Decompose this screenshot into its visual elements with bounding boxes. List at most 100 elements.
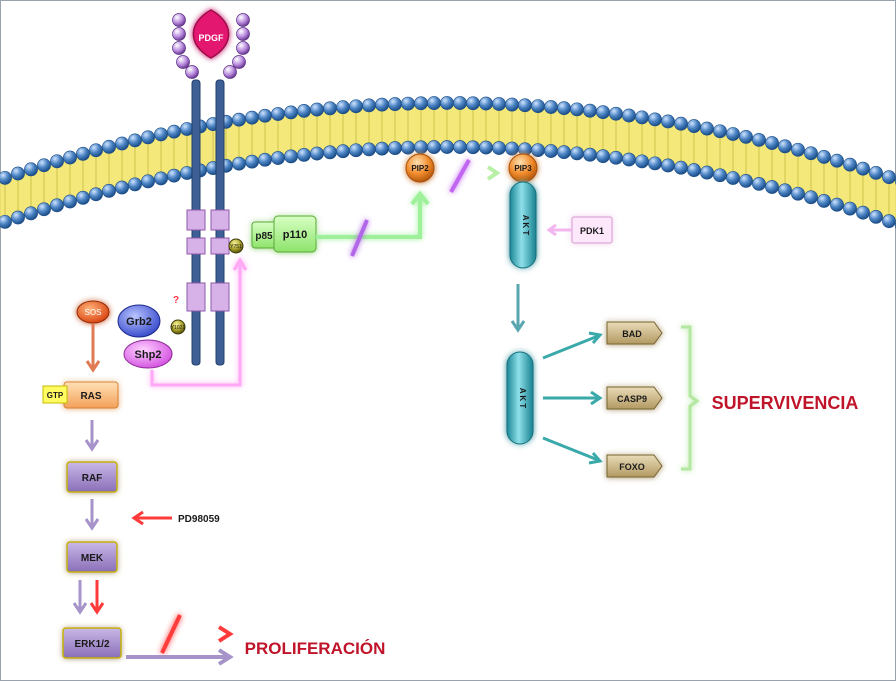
inhibition-mark-pip bbox=[449, 159, 471, 193]
phosphotyrosine-y1021 bbox=[170, 319, 186, 335]
pdgf-label: PDGF bbox=[198, 33, 224, 43]
phospholipid-head bbox=[24, 206, 38, 221]
inhibition-mark-erk bbox=[160, 614, 182, 654]
phospholipid-head bbox=[297, 148, 311, 162]
phospholipid-head bbox=[375, 97, 389, 112]
shp2-node bbox=[123, 339, 173, 369]
pi3k-complex bbox=[251, 215, 317, 253]
phospholipid-head bbox=[674, 160, 688, 175]
receptor-ig-domain bbox=[172, 27, 186, 41]
phospholipid-head bbox=[791, 186, 805, 201]
phospholipid-head bbox=[271, 151, 285, 165]
phospholipid-head bbox=[531, 99, 545, 113]
phospholipid-head bbox=[609, 106, 623, 121]
phospholipid-head bbox=[739, 129, 753, 144]
shp2-to-pi3k-arrow bbox=[150, 257, 248, 387]
p110-box bbox=[273, 215, 317, 253]
phospholipid-head bbox=[63, 194, 77, 209]
receptor-ig-domain bbox=[236, 13, 250, 27]
phospholipid-head bbox=[76, 190, 90, 205]
phospholipid-head bbox=[518, 98, 532, 113]
phospholipid-head bbox=[310, 102, 324, 117]
phospholipid-head bbox=[167, 124, 181, 139]
phospholipid-head bbox=[505, 141, 519, 156]
phospholipid-head bbox=[609, 150, 623, 165]
phospholipid-head bbox=[284, 105, 298, 120]
phospholipid-head bbox=[843, 157, 857, 172]
receptor-ig-domain bbox=[236, 27, 250, 41]
phospholipid-head bbox=[661, 158, 675, 173]
gtp-label: GTP bbox=[47, 391, 64, 400]
phospholipid-head bbox=[687, 163, 701, 177]
phospholipid-head bbox=[297, 104, 311, 118]
phospholipid-head bbox=[726, 127, 740, 141]
phospholipid-head bbox=[0, 214, 12, 229]
phospholipid-head bbox=[37, 158, 51, 173]
pi3k-to-pip2-arrow bbox=[316, 190, 430, 239]
casp9-box bbox=[606, 386, 663, 410]
pip3-label: PIP3 bbox=[514, 164, 532, 173]
phospholipid-head bbox=[817, 150, 831, 164]
phospholipid-head bbox=[258, 108, 272, 123]
phospholipid-head bbox=[596, 105, 610, 120]
phospholipid-head bbox=[89, 143, 103, 158]
phospholipid-head bbox=[76, 146, 90, 161]
phospholipid-head bbox=[752, 132, 766, 147]
foxo-label: FOXO bbox=[619, 462, 645, 472]
mek-label: MEK bbox=[81, 553, 104, 564]
phospholipid-head bbox=[778, 139, 792, 154]
phospholipid-head bbox=[427, 96, 441, 110]
akt-membrane bbox=[509, 181, 537, 269]
phospholipid-head bbox=[700, 165, 714, 180]
phospholipid-head bbox=[323, 145, 337, 160]
phospholipid-head bbox=[440, 140, 454, 154]
receptor-kinase-domain bbox=[186, 237, 206, 255]
phospholipid-head bbox=[830, 153, 844, 168]
lipid-tails bbox=[4, 108, 890, 217]
receptor-kinase-domain bbox=[210, 209, 230, 231]
phospholipid-head bbox=[349, 99, 363, 114]
inhibition-mark-pi3k bbox=[350, 219, 369, 257]
phospholipid-head bbox=[479, 140, 493, 155]
mek-box bbox=[66, 541, 118, 573]
unknown-mark: ? bbox=[173, 295, 179, 306]
phospholipid-head bbox=[830, 197, 844, 212]
phospholipid-head bbox=[557, 101, 571, 116]
receptor-kinase-domain bbox=[210, 237, 230, 255]
receptor-kinase-domain bbox=[210, 282, 230, 312]
phospholipid-head bbox=[492, 141, 506, 155]
phospholipid-head bbox=[869, 209, 883, 224]
phospholipid-head bbox=[882, 170, 896, 185]
erk-label: ERK1/2 bbox=[74, 639, 109, 650]
phospholipid-head bbox=[583, 103, 597, 118]
raf-label: RAF bbox=[82, 473, 103, 484]
phospholipid-head bbox=[11, 166, 25, 181]
phospholipid-head bbox=[141, 174, 155, 189]
phospholipid-head bbox=[245, 154, 259, 169]
mapk-boxes bbox=[62, 461, 122, 659]
phospholipid-head bbox=[440, 96, 454, 110]
receptor-ig-domain bbox=[236, 41, 250, 55]
akt-target-arrows bbox=[542, 331, 603, 465]
phosphotyrosine-label-2: Y1021 bbox=[171, 325, 186, 331]
phospholipid-head bbox=[843, 201, 857, 216]
phospholipid-head bbox=[856, 161, 870, 176]
phospholipid-head bbox=[557, 145, 571, 160]
phospholipid-head bbox=[544, 144, 558, 158]
phospholipid-head bbox=[479, 96, 493, 111]
phospholipid-head bbox=[336, 144, 350, 159]
survival-label: SUPERVIVENCIA bbox=[712, 393, 859, 413]
phospholipid-head bbox=[414, 96, 428, 111]
phospholipid-head bbox=[804, 146, 818, 161]
akt-label-2: A K T bbox=[518, 388, 527, 409]
shp2-label: Shp2 bbox=[135, 349, 162, 361]
akt-label: A K T bbox=[521, 215, 530, 236]
phospholipid-head bbox=[635, 154, 649, 169]
phospholipid-head bbox=[570, 146, 584, 161]
phospholipid-head bbox=[141, 130, 155, 145]
erk-box bbox=[62, 627, 122, 659]
receptor-kinase-domain bbox=[186, 282, 206, 312]
phospholipid-head bbox=[310, 146, 324, 161]
p85-label: p85 bbox=[255, 231, 273, 242]
phospholipid-head bbox=[50, 154, 64, 169]
